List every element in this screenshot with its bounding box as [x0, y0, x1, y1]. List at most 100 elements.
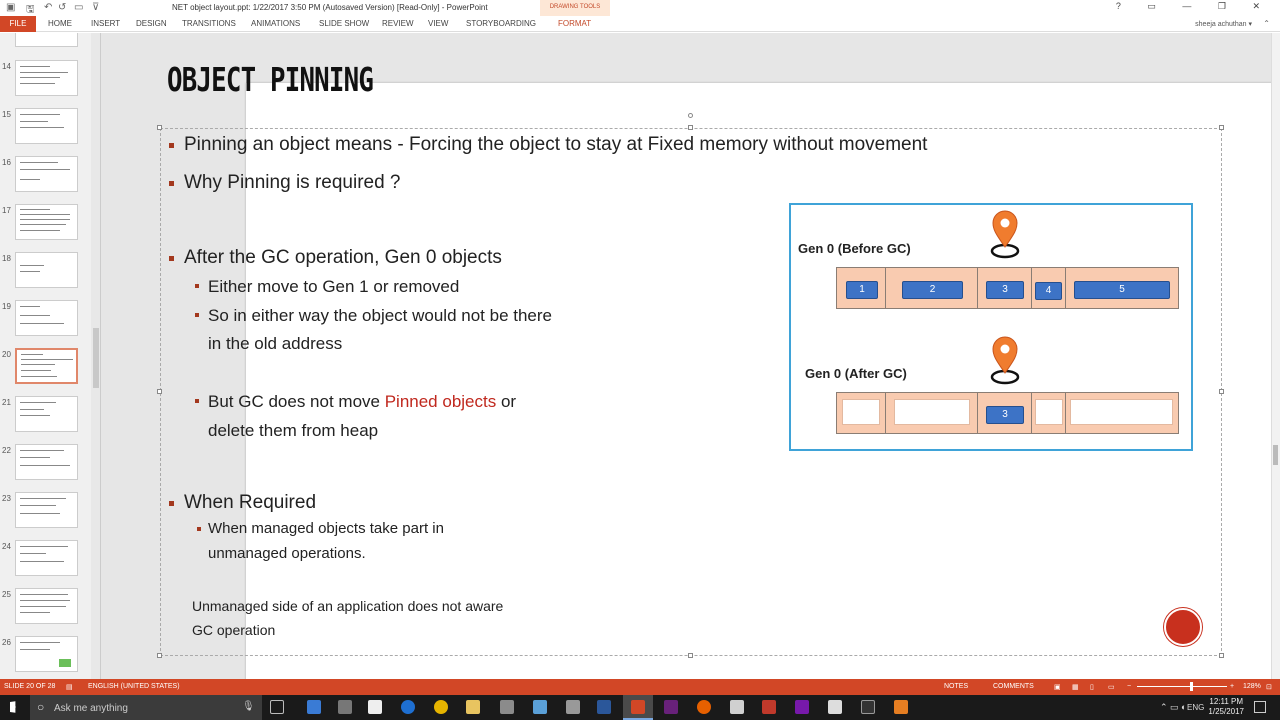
- thumbnail-image[interactable]: [15, 300, 78, 336]
- fit-to-window-icon[interactable]: ⊡: [1266, 684, 1272, 691]
- thumbnail-image[interactable]: [15, 108, 78, 144]
- thumbnail-image[interactable]: [15, 204, 78, 240]
- notes-button[interactable]: NOTES: [944, 683, 969, 690]
- tab-slide-show[interactable]: SLIDE SHOW: [319, 19, 370, 28]
- app-icon[interactable]: [307, 700, 321, 714]
- app-icon[interactable]: [533, 700, 547, 714]
- thumbnail-scrollbar-thumb[interactable]: [93, 328, 99, 388]
- thumbnail-15[interactable]: 15: [0, 108, 92, 146]
- user-account[interactable]: sheeja achuthan ▾: [1195, 21, 1252, 28]
- tab-review[interactable]: REVIEW: [382, 19, 414, 28]
- redo-icon[interactable]: ↺: [58, 2, 67, 13]
- powerpoint-icon[interactable]: [631, 700, 645, 714]
- file-explorer-icon[interactable]: [466, 700, 480, 714]
- tab-file[interactable]: FILE: [0, 16, 36, 32]
- tab-animations[interactable]: ANIMATIONS: [251, 19, 301, 28]
- thumbnail-16[interactable]: 16: [0, 156, 92, 194]
- edge-icon[interactable]: [401, 700, 415, 714]
- resize-handle[interactable]: [157, 653, 162, 658]
- thumbnail-20[interactable]: 20: [0, 348, 92, 386]
- slide-scrollbar-thumb[interactable]: [1273, 445, 1278, 465]
- clock[interactable]: 12:11 PM 1/25/2017: [1208, 697, 1244, 717]
- thumbnail-image[interactable]: [15, 396, 78, 432]
- zoom-slider-thumb[interactable]: [1190, 682, 1193, 691]
- start-slideshow-icon[interactable]: ▭: [74, 2, 84, 13]
- tab-design[interactable]: DESIGN: [136, 19, 167, 28]
- resize-handle[interactable]: [1219, 653, 1224, 658]
- action-center-icon[interactable]: [1254, 701, 1266, 713]
- zoom-out-button[interactable]: −: [1127, 683, 1132, 690]
- start-icon[interactable]: [10, 701, 16, 713]
- thumbnail-19[interactable]: 19: [0, 300, 92, 338]
- gc-heap-diagram[interactable]: Gen 0 (Before GC) 1 2 3 4 5 Gen 0 (After…: [789, 203, 1193, 451]
- input-language[interactable]: ENG: [1187, 703, 1205, 712]
- thumbnail-24[interactable]: 24: [0, 540, 92, 578]
- app-icon[interactable]: [338, 700, 352, 714]
- thumbnail-image[interactable]: [15, 588, 78, 624]
- firefox-icon[interactable]: [697, 700, 711, 714]
- store-icon[interactable]: [368, 700, 382, 714]
- thumbnail-image[interactable]: [15, 492, 78, 528]
- thumbnail-image[interactable]: [15, 156, 78, 192]
- thumbnail-22[interactable]: 22: [0, 444, 92, 482]
- thumbnail-image[interactable]: [15, 33, 78, 47]
- slide-title[interactable]: OBJECT PINNING: [167, 60, 374, 99]
- task-view-icon[interactable]: [270, 700, 284, 714]
- customize-toolbar-icon[interactable]: ⊽: [92, 2, 100, 13]
- slide-sorter-icon[interactable]: ▦: [1072, 684, 1079, 691]
- ribbon-collapse-icon[interactable]: ⌃: [1263, 19, 1270, 28]
- search-box[interactable]: [30, 695, 262, 720]
- resize-handle[interactable]: [157, 389, 162, 394]
- reading-view-icon[interactable]: ▯: [1090, 684, 1094, 691]
- tab-format[interactable]: FORMAT: [558, 19, 592, 28]
- thumbnail-image[interactable]: [15, 444, 78, 480]
- search-input[interactable]: Ask me anything: [54, 703, 128, 714]
- thumbnail-25[interactable]: 25: [0, 588, 92, 626]
- rotate-handle[interactable]: [688, 113, 693, 118]
- thumbnail-image[interactable]: [15, 252, 78, 288]
- spellcheck-icon[interactable]: ▤: [66, 684, 73, 691]
- app-icon[interactable]: [500, 700, 514, 714]
- language-indicator[interactable]: ENGLISH (UNITED STATES): [88, 683, 180, 690]
- tab-view[interactable]: VIEW: [428, 19, 449, 28]
- save-icon[interactable]: 🖫: [26, 4, 35, 15]
- thumbnail-image[interactable]: [15, 540, 78, 576]
- slide-scrollbar[interactable]: [1271, 33, 1280, 679]
- microphone-icon[interactable]: 🎙: [242, 701, 255, 712]
- thumbnail-21[interactable]: 21: [0, 396, 92, 434]
- zoom-level[interactable]: 128%: [1243, 683, 1261, 690]
- thumbnail-image[interactable]: [15, 60, 78, 96]
- record-button-icon[interactable]: [1164, 608, 1202, 646]
- tray-icons[interactable]: ⌃ ▭ ◐: [1160, 702, 1187, 712]
- visual-studio-icon[interactable]: [664, 700, 678, 714]
- app-icon[interactable]: [894, 700, 908, 714]
- resize-handle[interactable]: [157, 125, 162, 130]
- thumbnail-18[interactable]: 18: [0, 252, 92, 290]
- tab-transitions[interactable]: TRANSITIONS: [182, 19, 236, 28]
- thumbnail-23[interactable]: 23: [0, 492, 92, 530]
- app-icon[interactable]: [730, 700, 744, 714]
- app-icon[interactable]: [828, 700, 842, 714]
- app-icon[interactable]: [566, 700, 580, 714]
- thumbnail-image[interactable]: [15, 636, 78, 672]
- thumbnail-13[interactable]: [0, 33, 92, 69]
- resize-handle[interactable]: [1219, 389, 1224, 394]
- resize-handle[interactable]: [1219, 125, 1224, 130]
- slideshow-view-icon[interactable]: ▭: [1108, 684, 1115, 691]
- thumbnail-17[interactable]: 17: [0, 204, 92, 242]
- resize-handle[interactable]: [688, 653, 693, 658]
- thumbnail-26[interactable]: 26: [0, 636, 92, 674]
- onenote-icon[interactable]: [795, 700, 809, 714]
- chrome-icon[interactable]: [434, 700, 448, 714]
- window-controls[interactable]: ? ▭ — ❐ ✕: [1115, 1, 1272, 11]
- thumbnail-image-active[interactable]: [15, 348, 78, 384]
- comments-button[interactable]: COMMENTS: [993, 683, 1034, 690]
- resize-handle[interactable]: [688, 125, 693, 130]
- word-icon[interactable]: [597, 700, 611, 714]
- undo-icon[interactable]: ↶: [44, 2, 53, 13]
- thumbnail-14[interactable]: 14: [0, 60, 92, 98]
- tab-home[interactable]: HOME: [48, 19, 72, 28]
- tab-insert[interactable]: INSERT: [91, 19, 121, 28]
- app-icon[interactable]: [762, 700, 776, 714]
- zoom-in-button[interactable]: +: [1230, 683, 1235, 690]
